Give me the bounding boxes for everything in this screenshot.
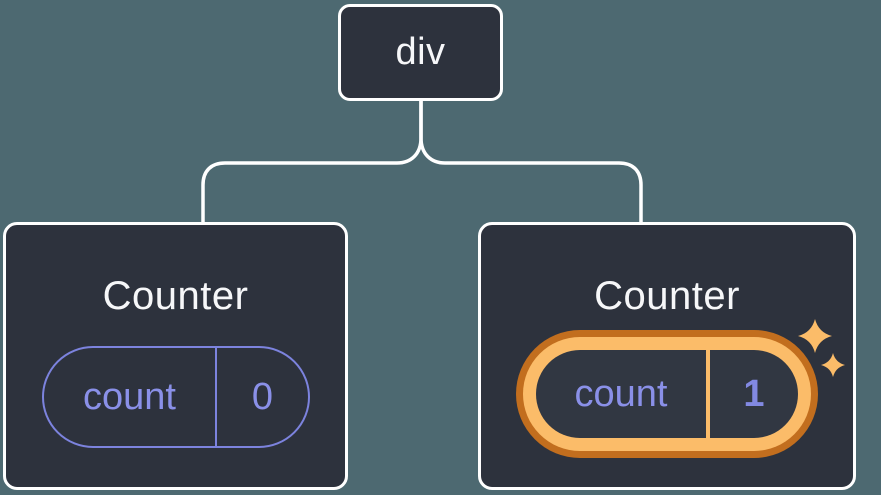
highlight-ring: count 1 bbox=[523, 337, 811, 451]
counter-title: Counter bbox=[594, 274, 740, 318]
state-pill-interior: count 1 bbox=[536, 350, 798, 438]
counter-node-first: Counter count 0 bbox=[3, 222, 348, 490]
state-value: 1 bbox=[743, 372, 765, 415]
state-key-label: count bbox=[83, 375, 176, 418]
pill-divider bbox=[215, 348, 217, 446]
connector-right-branch bbox=[419, 99, 643, 224]
root-node-label: div bbox=[395, 31, 446, 73]
counter-node-second: Counter count 1 bbox=[478, 222, 856, 490]
state-pill: count 0 bbox=[42, 346, 310, 448]
state-key-label: count bbox=[574, 372, 668, 415]
state-pill-highlighted: count 1 bbox=[516, 330, 818, 458]
root-node-div: div bbox=[338, 4, 503, 101]
pill-divider bbox=[706, 350, 710, 438]
state-value: 0 bbox=[251, 375, 274, 418]
connector-left-branch bbox=[201, 99, 423, 224]
counter-title: Counter bbox=[102, 274, 249, 318]
